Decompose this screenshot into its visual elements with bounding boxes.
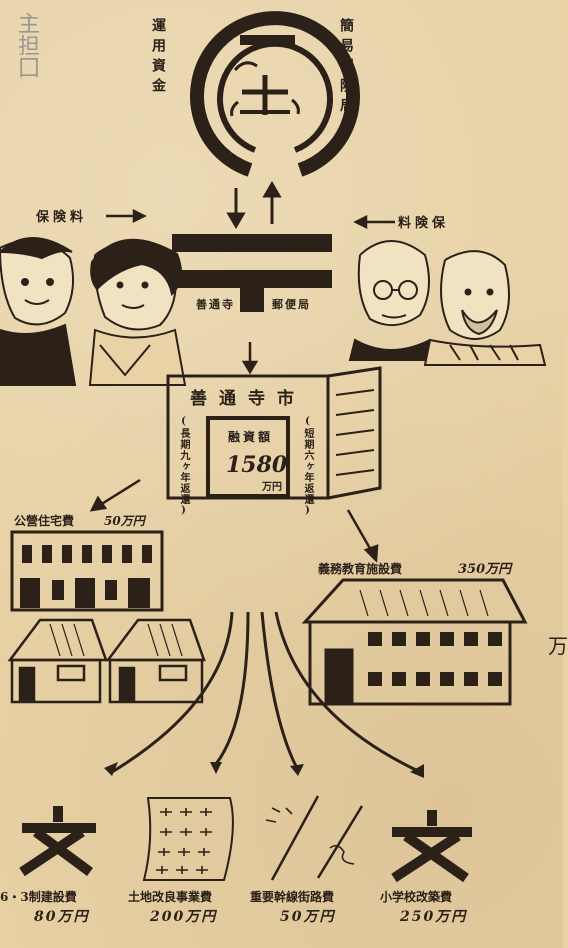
bottom-label-2: 土地改良事業費 — [128, 890, 213, 904]
premium-label-right: 料険保 — [398, 216, 450, 231]
bottom-label-3: 重要幹線街路費 — [250, 890, 335, 904]
premium-arrows — [106, 208, 395, 230]
loan-amount-unit: 万円 — [262, 482, 282, 493]
young-couple-illustration — [0, 237, 187, 386]
bottom-icons — [19, 795, 472, 883]
postal-insurance-emblem — [190, 11, 360, 177]
post-office-mark — [172, 234, 332, 312]
road-symbol — [265, 795, 364, 881]
distribution-streams — [111, 611, 417, 774]
flow-arrows-top — [226, 181, 282, 229]
bottom-amount-3: 50万円 — [280, 909, 336, 925]
flow-arrow-to-city — [241, 342, 259, 375]
bottom-label-1: 6・3制建設費 — [0, 890, 77, 904]
distribution-arrowheads — [104, 762, 424, 778]
loan-amount-value: 1580 — [226, 452, 288, 478]
bottom-amount-1: 80万円 — [34, 909, 90, 925]
farmland-symbol — [142, 797, 234, 881]
post-office-suffix-label: 郵便局 — [272, 298, 311, 311]
postal-insurance-bureau-label: 簡易保険局 — [338, 18, 354, 118]
city-long-term-note: (長期九ヶ年返還) — [178, 416, 189, 517]
loan-amount-label: 融資額 — [228, 430, 274, 444]
bunkyo-symbol-right — [391, 810, 472, 883]
public-housing-building — [10, 530, 164, 612]
elderly-couple-illustration — [348, 240, 547, 366]
city-short-term-note: (短期六ヶ年返還) — [302, 416, 313, 517]
school-facility-amount: 350万円 — [458, 562, 512, 577]
bottom-amount-4: 250万円 — [400, 909, 468, 925]
city-hall-box — [166, 366, 382, 500]
premium-label-left: 保険料 — [36, 210, 88, 225]
school-facility-label: 義務教育施設費 — [318, 562, 403, 576]
right-edge-fragment: 万 — [548, 634, 568, 658]
flow-arrows-from-city — [89, 478, 379, 563]
public-housing-amount: 50万円 — [104, 514, 145, 528]
city-title: 善通寺市 — [190, 389, 306, 409]
pencil-note: 主担囗 — [14, 12, 39, 78]
post-office-name-label: 善通寺 — [196, 298, 235, 311]
operating-funds-label: 運用資金 — [150, 18, 166, 98]
bottom-label-4: 小学校改築費 — [380, 890, 453, 904]
public-housing-label: 公營住宅費 — [14, 514, 75, 528]
bunkyo-symbol-left — [19, 806, 96, 877]
bottom-amount-2: 200万円 — [150, 909, 218, 925]
school-building — [301, 578, 528, 706]
small-houses — [7, 618, 206, 704]
